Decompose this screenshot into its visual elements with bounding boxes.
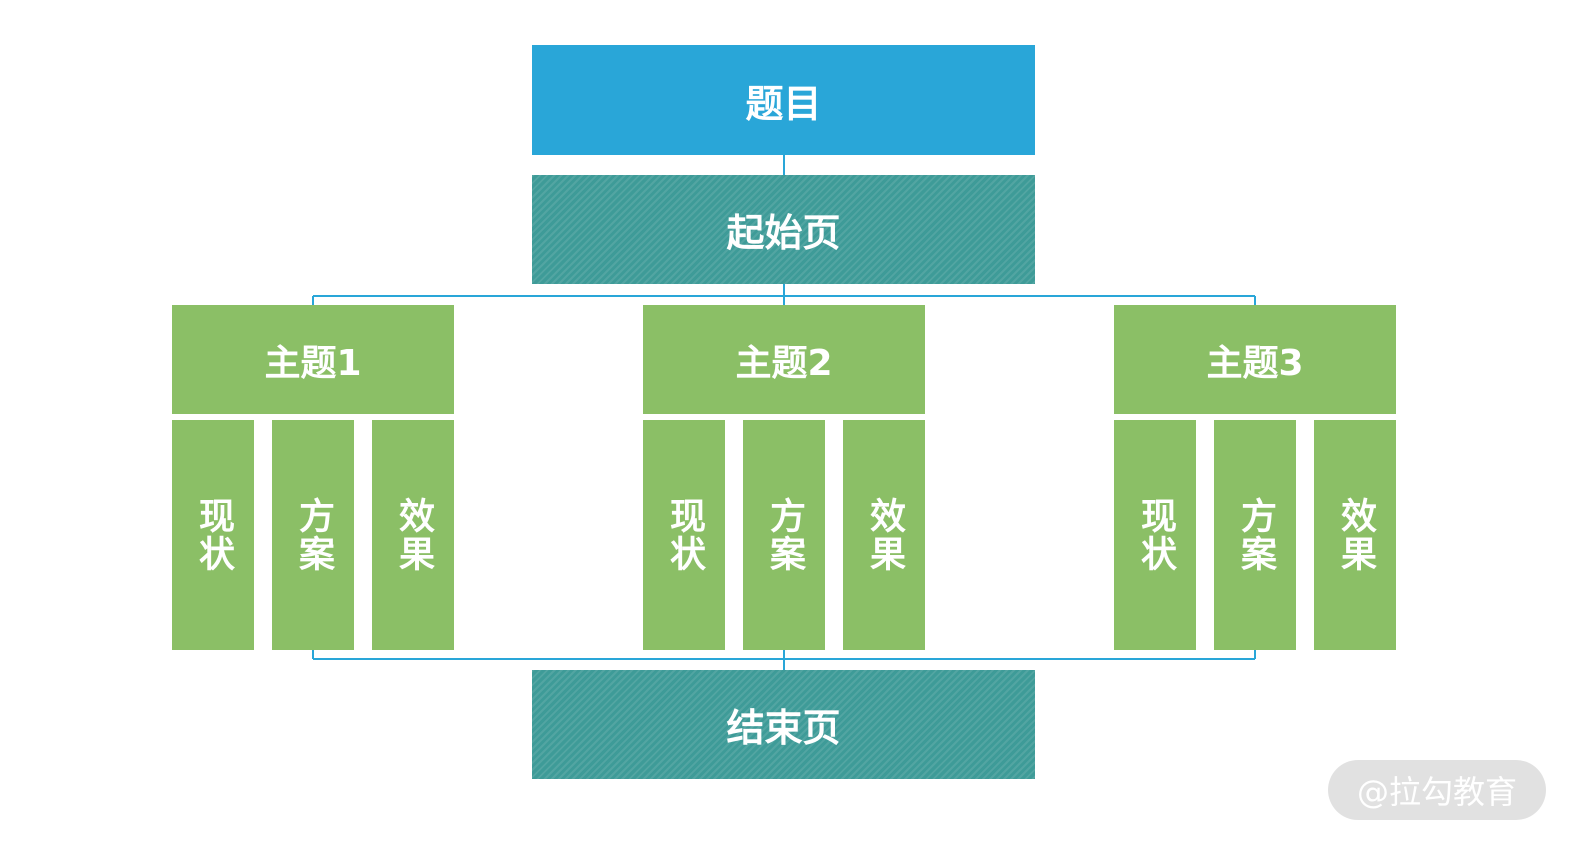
end-page-label: 结束页 [726, 706, 841, 750]
sub-box-status: 现状 [643, 420, 725, 650]
watermark-label: @拉勾教育 [1356, 773, 1517, 811]
sub-box-plan: 方案 [1214, 420, 1296, 650]
sub-box-plan: 方案 [272, 420, 354, 650]
sub-label: 现状 [664, 497, 705, 573]
title-label: 题目 [745, 81, 822, 126]
sub-label: 方案 [293, 497, 334, 573]
sub-label: 方案 [764, 497, 805, 573]
sub-label: 效果 [864, 497, 905, 573]
sub-label: 现状 [1135, 497, 1176, 573]
topic-label: 主题3 [1206, 342, 1304, 384]
sub-label: 效果 [393, 497, 434, 573]
sub-label: 方案 [1235, 497, 1276, 573]
sub-label: 现状 [193, 497, 234, 573]
title-box: 题目 [532, 45, 1035, 155]
topic-box-1: 主题1 [172, 305, 454, 414]
topic-box-3: 主题3 [1114, 305, 1396, 414]
topic-label: 主题1 [264, 342, 362, 384]
watermark-badge: @拉勾教育 [1328, 760, 1546, 820]
sub-box-effect: 效果 [372, 420, 454, 650]
topic-label: 主题2 [735, 342, 833, 384]
start-page-box: 起始页 [532, 175, 1035, 284]
start-page-label: 起始页 [726, 211, 841, 255]
sub-box-effect: 效果 [1314, 420, 1396, 650]
topic-box-2: 主题2 [643, 305, 925, 414]
sub-box-plan: 方案 [743, 420, 825, 650]
sub-label: 效果 [1335, 497, 1376, 573]
end-page-box: 结束页 [532, 670, 1035, 779]
sub-box-effect: 效果 [843, 420, 925, 650]
sub-box-status: 现状 [172, 420, 254, 650]
sub-box-status: 现状 [1114, 420, 1196, 650]
